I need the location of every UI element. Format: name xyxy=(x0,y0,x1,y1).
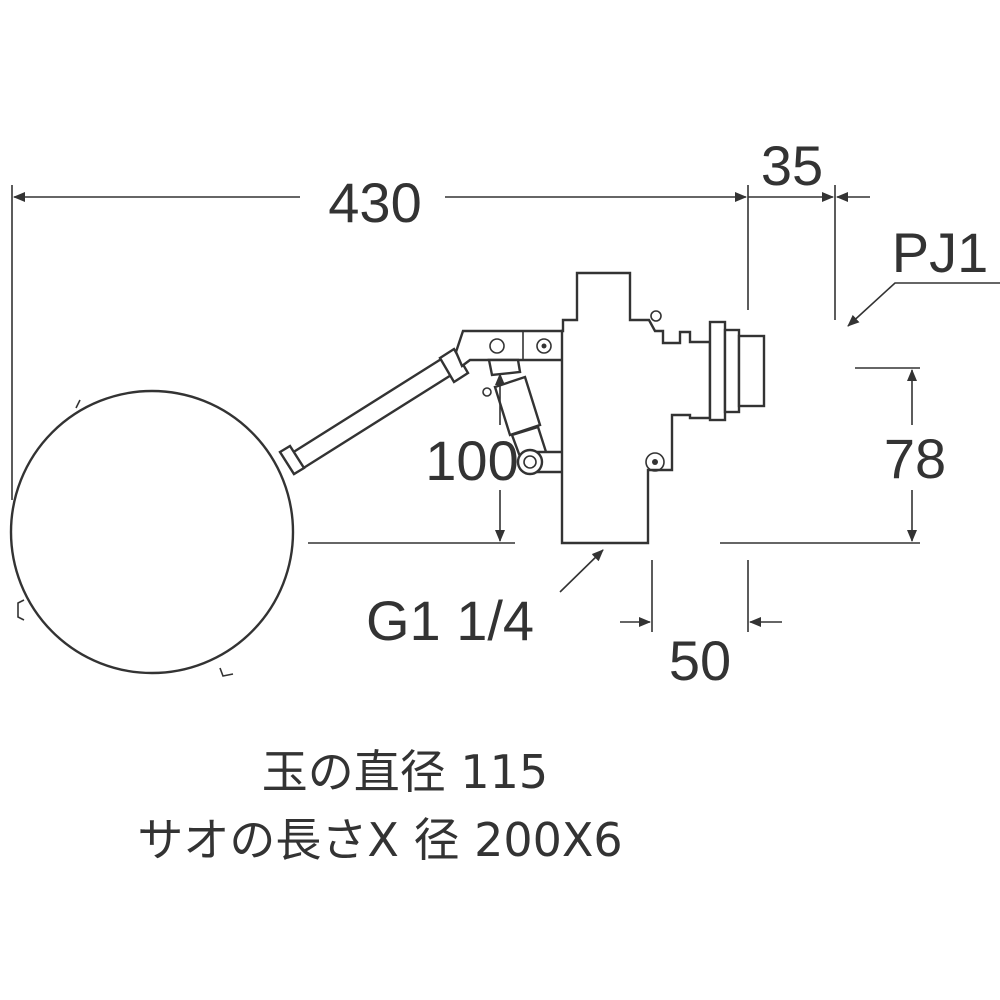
dimension-100: 100 xyxy=(308,373,519,544)
dimension-50-label: 50 xyxy=(669,629,731,692)
lever-arm xyxy=(454,329,565,476)
dimension-50: 50 xyxy=(620,560,782,692)
inlet-thread-label: G1 1/4 xyxy=(366,589,534,652)
float-rod xyxy=(278,347,470,476)
pj1-label: PJ1 xyxy=(892,221,989,284)
valve-body xyxy=(560,271,712,545)
dimension-35: 35 xyxy=(748,134,870,320)
float-ball xyxy=(9,389,295,677)
dimension-430-label: 430 xyxy=(328,171,421,234)
dimension-100-label: 100 xyxy=(425,429,518,492)
rod-size-note: サオの長さX 径 200X6 xyxy=(137,813,622,867)
pj1-connector xyxy=(708,320,766,422)
dimension-78-label: 78 xyxy=(884,427,946,490)
ball-diameter-note: 玉の直径 115 xyxy=(262,745,548,799)
pj1-callout: PJ1 xyxy=(847,221,1000,327)
dimension-430: 430 xyxy=(11,171,749,500)
dimension-78: 78 xyxy=(720,367,946,544)
dimension-35-label: 35 xyxy=(761,134,823,197)
inlet-thread-callout: G1 1/4 xyxy=(366,549,604,652)
